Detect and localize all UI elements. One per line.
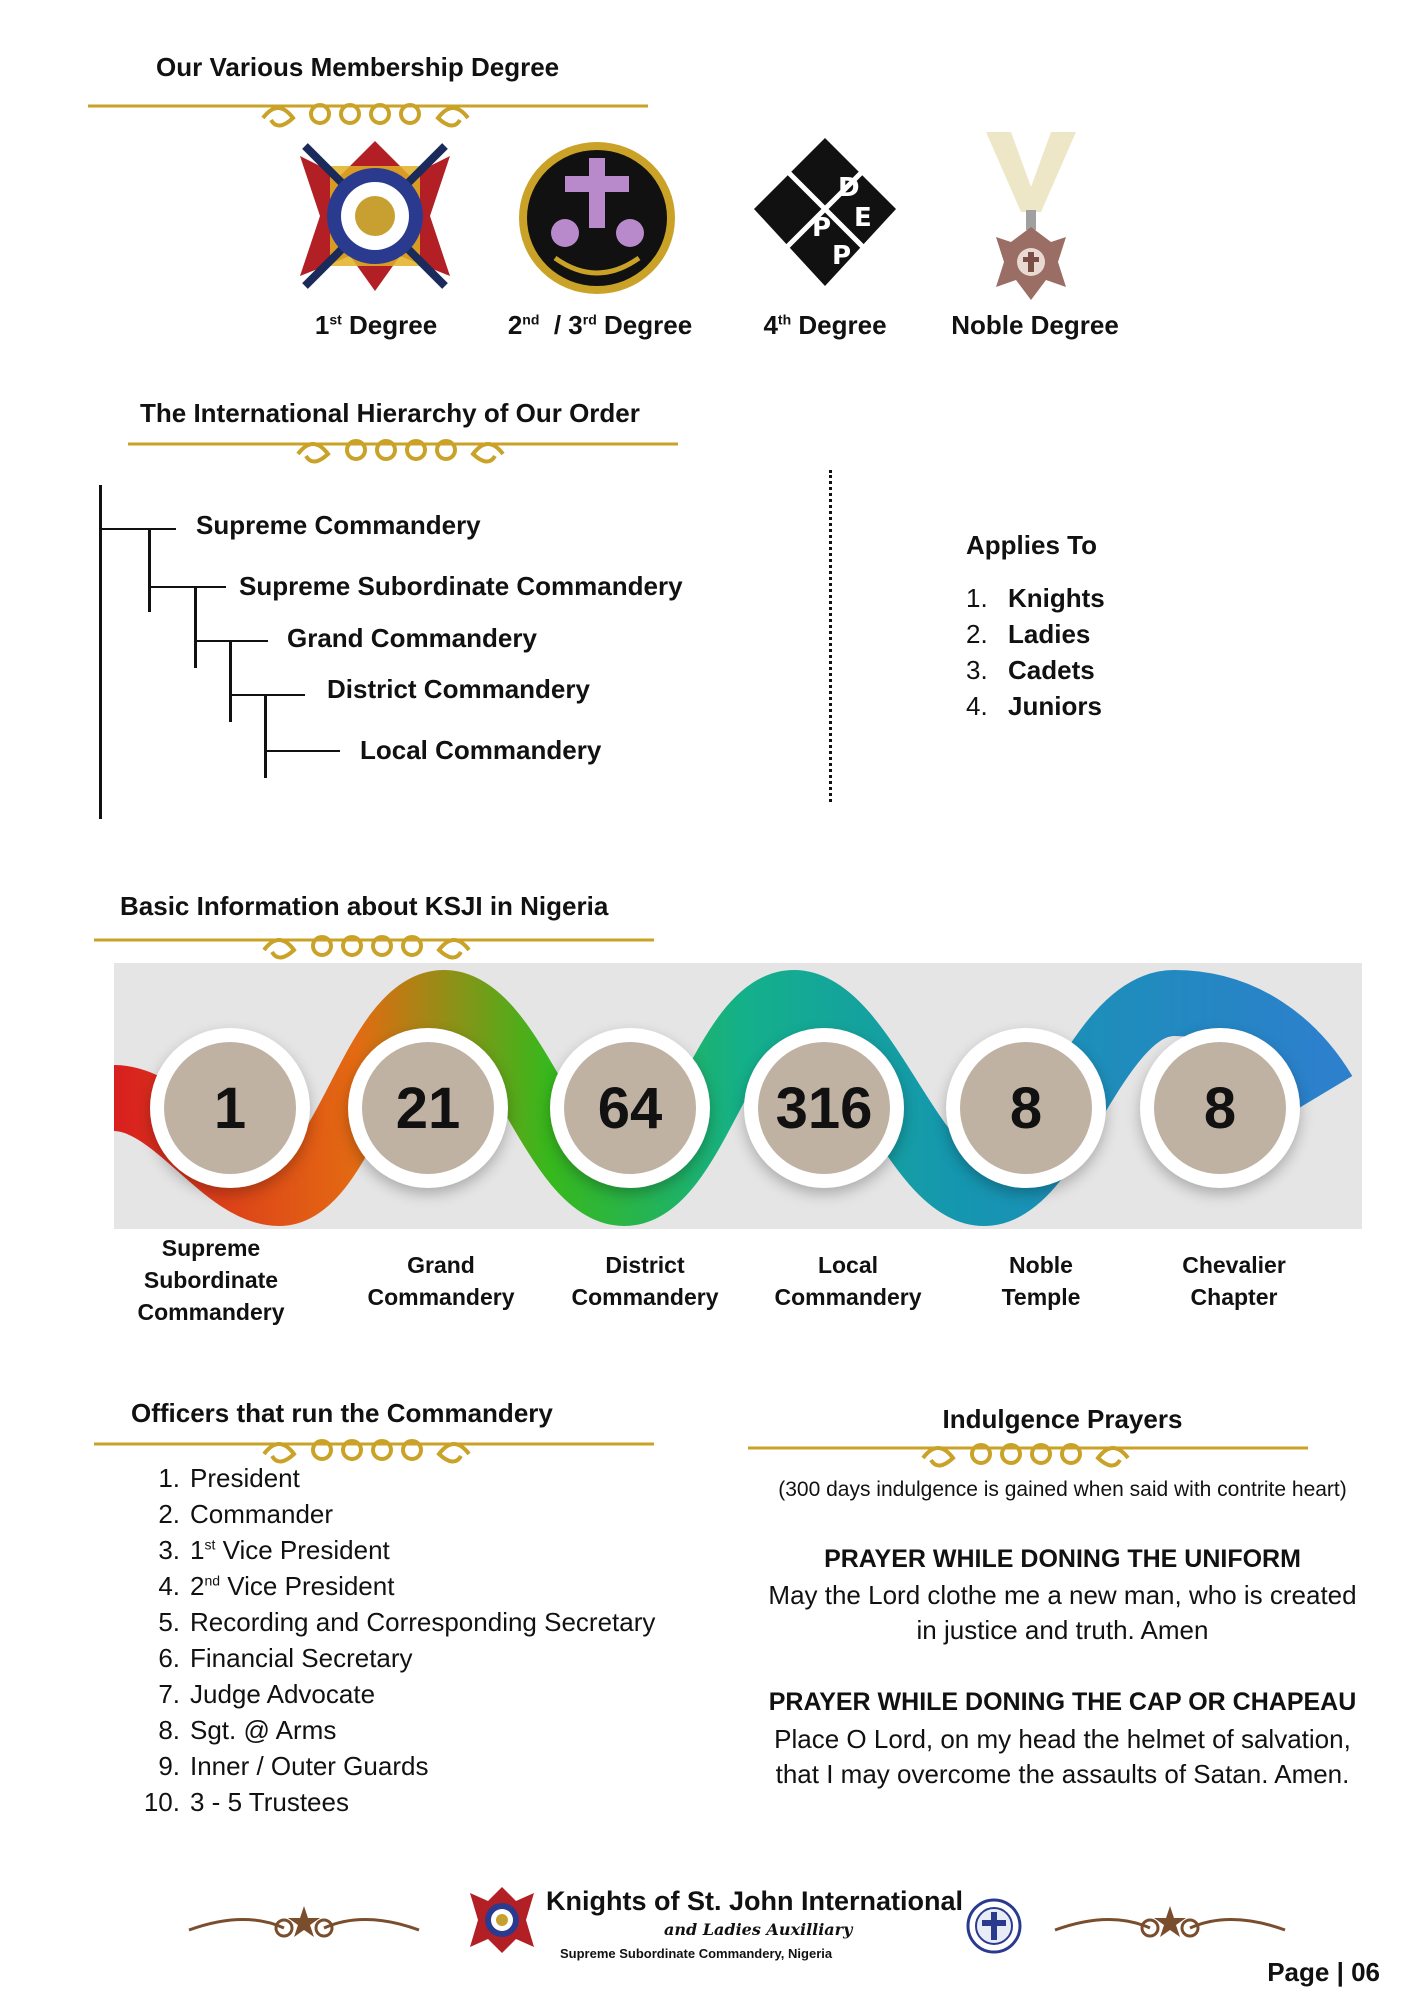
list-item: 3.Cadets bbox=[966, 655, 1095, 685]
gold-ornament-divider bbox=[94, 1439, 654, 1464]
hierarchy-item: Supreme Subordinate Commandery bbox=[239, 571, 683, 601]
stat-circle: 64 bbox=[550, 1028, 710, 1188]
tree-branch-line bbox=[150, 586, 226, 588]
dep-cross-icon: D E P P bbox=[754, 138, 896, 286]
hierarchy-item: District Commandery bbox=[327, 674, 590, 704]
right-swirl-ornament bbox=[1054, 1906, 1286, 1938]
list-item: 7.Judge Advocate bbox=[158, 1679, 376, 1709]
footer-subtitle-2: Supreme Subordinate Commandery, Nigeria bbox=[560, 1946, 833, 1961]
prayer-heading: PRAYER WHILE DONING THE CAP OR CHAPEAU bbox=[768, 1688, 1357, 1716]
ladies-emblem-icon bbox=[519, 142, 675, 294]
list-item: 4.Juniors bbox=[966, 691, 1102, 721]
dotted-separator bbox=[829, 470, 832, 802]
list-item: 3.1st Vice President bbox=[158, 1535, 390, 1565]
stat-circle: 1 bbox=[150, 1028, 310, 1188]
left-swirl-ornament bbox=[188, 1906, 420, 1938]
svg-text:D: D bbox=[838, 173, 860, 203]
ladies-auxiliary-seal-icon bbox=[966, 1898, 1022, 1954]
list-item: 1.Knights bbox=[966, 583, 1105, 613]
applies-to-block: Applies To 1.Knights 2.Ladies 3.Cadets 4… bbox=[966, 530, 1105, 727]
page-number: Page | 06 bbox=[1267, 1957, 1380, 1987]
footer-title: Knights of St. John International bbox=[546, 1886, 963, 1916]
hierarchy-title: The International Hierarchy of Our Order bbox=[140, 398, 640, 428]
hierarchy-item: Local Commandery bbox=[360, 735, 602, 765]
gold-ornament-divider bbox=[94, 935, 654, 960]
stat-circle: 8 bbox=[1140, 1028, 1300, 1188]
gold-ornament-divider bbox=[748, 1443, 1308, 1468]
list-item: 5.Recording and Corresponding Secretary bbox=[158, 1607, 656, 1637]
prayer-text: Place O Lord, on my head the helmet of s… bbox=[774, 1724, 1351, 1789]
tree-trunk-line bbox=[148, 528, 151, 612]
list-item: 10.3 - 5 Trustees bbox=[143, 1787, 349, 1817]
prayer-text: May the Lord clothe me a new man, who is… bbox=[768, 1580, 1357, 1645]
applies-to-title: Applies To bbox=[966, 530, 1097, 560]
medal-icon bbox=[986, 132, 1076, 300]
indulgence-note: (300 days indulgence is gained when said… bbox=[778, 1478, 1347, 1501]
tree-trunk-line bbox=[264, 694, 267, 778]
svg-text:P: P bbox=[812, 213, 831, 243]
knights-emblem-icon bbox=[300, 141, 450, 291]
svg-text:E: E bbox=[854, 203, 872, 233]
degree-2-3-label: 2nd / 3rd Degree bbox=[507, 310, 693, 340]
basic-info-title: Basic Information about KSJI in Nigeria bbox=[120, 891, 609, 921]
list-item: 2.Ladies bbox=[966, 619, 1091, 649]
list-item: 9.Inner / Outer Guards bbox=[158, 1751, 429, 1781]
tree-trunk-line bbox=[99, 485, 102, 819]
list-item: 6.Financial Secretary bbox=[158, 1643, 413, 1673]
gold-ornament-divider bbox=[128, 439, 678, 464]
tree-trunk-line bbox=[229, 640, 232, 722]
hierarchy-item: Supreme Commandery bbox=[196, 510, 481, 540]
list-item: 2.Commander bbox=[158, 1499, 334, 1529]
tree-branch-line bbox=[231, 694, 305, 696]
list-item: 1.President bbox=[158, 1463, 300, 1493]
degree-1-label: 1st Degree bbox=[314, 310, 438, 340]
tree-trunk-line bbox=[194, 586, 197, 668]
stats-band: 1 21 64 316 8 8 bbox=[114, 963, 1362, 1229]
prayers-title: Indulgence Prayers bbox=[942, 1404, 1183, 1434]
applies-to-list: 1.Knights 2.Ladies 3.Cadets 4.Juniors bbox=[966, 583, 1105, 727]
stat-circle: 316 bbox=[744, 1028, 904, 1188]
officers-list: 1.President 2.Commander 3.1st Vice Presi… bbox=[128, 1463, 656, 1823]
tree-branch-line bbox=[196, 640, 268, 642]
list-item: 8.Sgt. @ Arms bbox=[158, 1715, 337, 1745]
degree-4-label: 4th Degree bbox=[763, 310, 887, 340]
gold-ornament-divider bbox=[88, 103, 648, 128]
knights-logo-icon bbox=[470, 1887, 534, 1953]
membership-title: Our Various Membership Degree bbox=[156, 52, 560, 82]
stat-circle: 21 bbox=[348, 1028, 508, 1188]
prayer-heading: PRAYER WHILE DONING THE UNIFORM bbox=[824, 1545, 1301, 1573]
footer-subtitle: and Ladies Auxilliary bbox=[664, 1920, 853, 1939]
tree-branch-line bbox=[102, 528, 176, 530]
stat-circle: 8 bbox=[946, 1028, 1106, 1188]
list-item: 4.2nd Vice President bbox=[158, 1571, 395, 1601]
tree-branch-line bbox=[266, 750, 340, 752]
officers-title: Officers that run the Commandery bbox=[131, 1398, 553, 1428]
hierarchy-item: Grand Commandery bbox=[287, 623, 537, 653]
noble-degree-label: Noble Degree bbox=[951, 310, 1119, 340]
svg-text:P: P bbox=[832, 241, 851, 271]
